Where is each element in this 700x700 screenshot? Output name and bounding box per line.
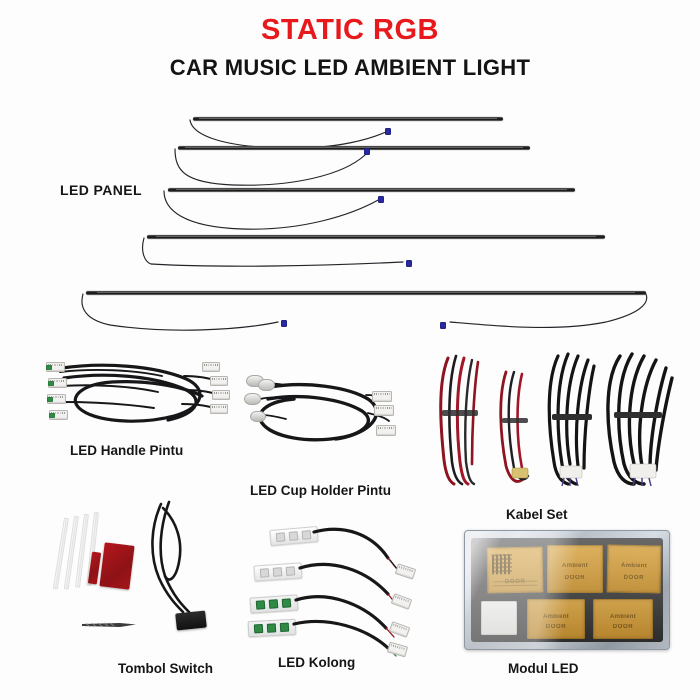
kabel-set-photo [434, 352, 676, 487]
led-strip-1 [193, 117, 503, 121]
cupholder-lamp-4 [250, 411, 266, 422]
led-strip-5-wire-right [449, 293, 648, 329]
handle-connector-7 [210, 404, 228, 414]
led-strip-5-wire-left [81, 293, 279, 331]
led-module-4-label: Ambient [542, 614, 570, 621]
bag-foam-pad [481, 601, 517, 635]
led-strip-5 [86, 291, 646, 295]
led-module-1: DOOR [486, 546, 544, 594]
caption-led-kolong: LED Kolong [278, 655, 356, 670]
handle-connector-8 [202, 362, 220, 372]
cupholder-connector-1 [372, 391, 392, 402]
led-module-2: Ambient DOOR [547, 545, 603, 593]
led-panel-group [81, 117, 648, 331]
led-kolong-photo [247, 524, 428, 658]
adhesive-tape-large [99, 542, 135, 590]
caption-kabel-set: Kabel Set [506, 507, 568, 522]
handle-led-chip-4 [49, 412, 55, 418]
led-handle-pintu-photo [34, 356, 239, 436]
switch-module [175, 610, 207, 631]
module-qr-code [491, 554, 513, 575]
led-module-5: Ambient DOOR [593, 599, 653, 639]
led-strip-3-connector [378, 196, 384, 203]
handle-connector-5 [210, 376, 228, 386]
kabel-bundle-2 [499, 370, 530, 483]
cupholder-connector-2 [374, 405, 394, 416]
led-module-5-label: Ambient [609, 614, 637, 621]
led-module-5-door: DOOR [612, 623, 634, 630]
led-module-1-door: DOOR [504, 578, 526, 585]
led-strip-4-wire [141, 237, 404, 267]
led-module-3: Ambient DOOR [606, 544, 662, 594]
led-strip-2-connector [364, 148, 370, 155]
led-module-2-door: DOOR [564, 574, 586, 581]
page-title-sub: CAR MUSIC LED AMBIENT LIGHT [169, 55, 531, 80]
led-strip-3 [168, 188, 575, 192]
led-strip-2 [178, 146, 530, 150]
led-strip-1-connector [385, 128, 391, 135]
kabel-bundle-3 [547, 352, 596, 487]
handle-cable-bundle [59, 363, 223, 423]
handle-led-chip-1 [46, 364, 52, 370]
led-module-4-door: DOOR [545, 623, 567, 630]
led-cup-holder-photo [236, 373, 401, 453]
led-module-3-label: Ambient [620, 563, 648, 570]
caption-led-panel: LED PANEL [60, 182, 142, 198]
led-module-4: Ambient DOOR [527, 599, 585, 639]
led-strip-3-wire [163, 190, 381, 230]
modul-led-bag: DOOR Ambient DOOR Ambient DOOR Ambient D… [464, 530, 670, 650]
kolong-cable-3 [294, 595, 395, 638]
caption-tombol-switch: Tombol Switch [118, 661, 213, 676]
drill-bit [82, 622, 136, 627]
cupholder-lamp-3 [244, 393, 261, 405]
switch-cable [151, 500, 191, 614]
led-strip-5-connector-right [440, 322, 446, 329]
handle-led-chip-2 [48, 380, 54, 386]
page-title-main: STATIC RGB [261, 14, 439, 46]
led-module-2-label: Ambient [561, 563, 589, 570]
caption-led-handle-pintu: LED Handle Pintu [70, 443, 184, 458]
led-strip-4 [147, 235, 605, 239]
cupholder-lamp-2 [258, 379, 275, 391]
caption-modul-led: Modul LED [508, 661, 579, 676]
led-module-3-door: DOOR [623, 574, 645, 581]
handle-led-chip-3 [47, 396, 53, 402]
led-strip-2-wire [174, 148, 366, 186]
handle-connector-6 [212, 390, 230, 400]
kolong-cable-4 [292, 619, 397, 657]
led-strip-4-connector [406, 260, 412, 267]
kabel-bundle-1 [439, 354, 480, 486]
tombol-switch-photo [48, 500, 218, 645]
caption-led-cup-holder: LED Cup Holder Pintu [250, 483, 391, 498]
cupholder-connector-3 [376, 425, 396, 436]
led-strip-5-connector-left [281, 320, 287, 327]
kabel-bundle-4 [606, 352, 674, 487]
